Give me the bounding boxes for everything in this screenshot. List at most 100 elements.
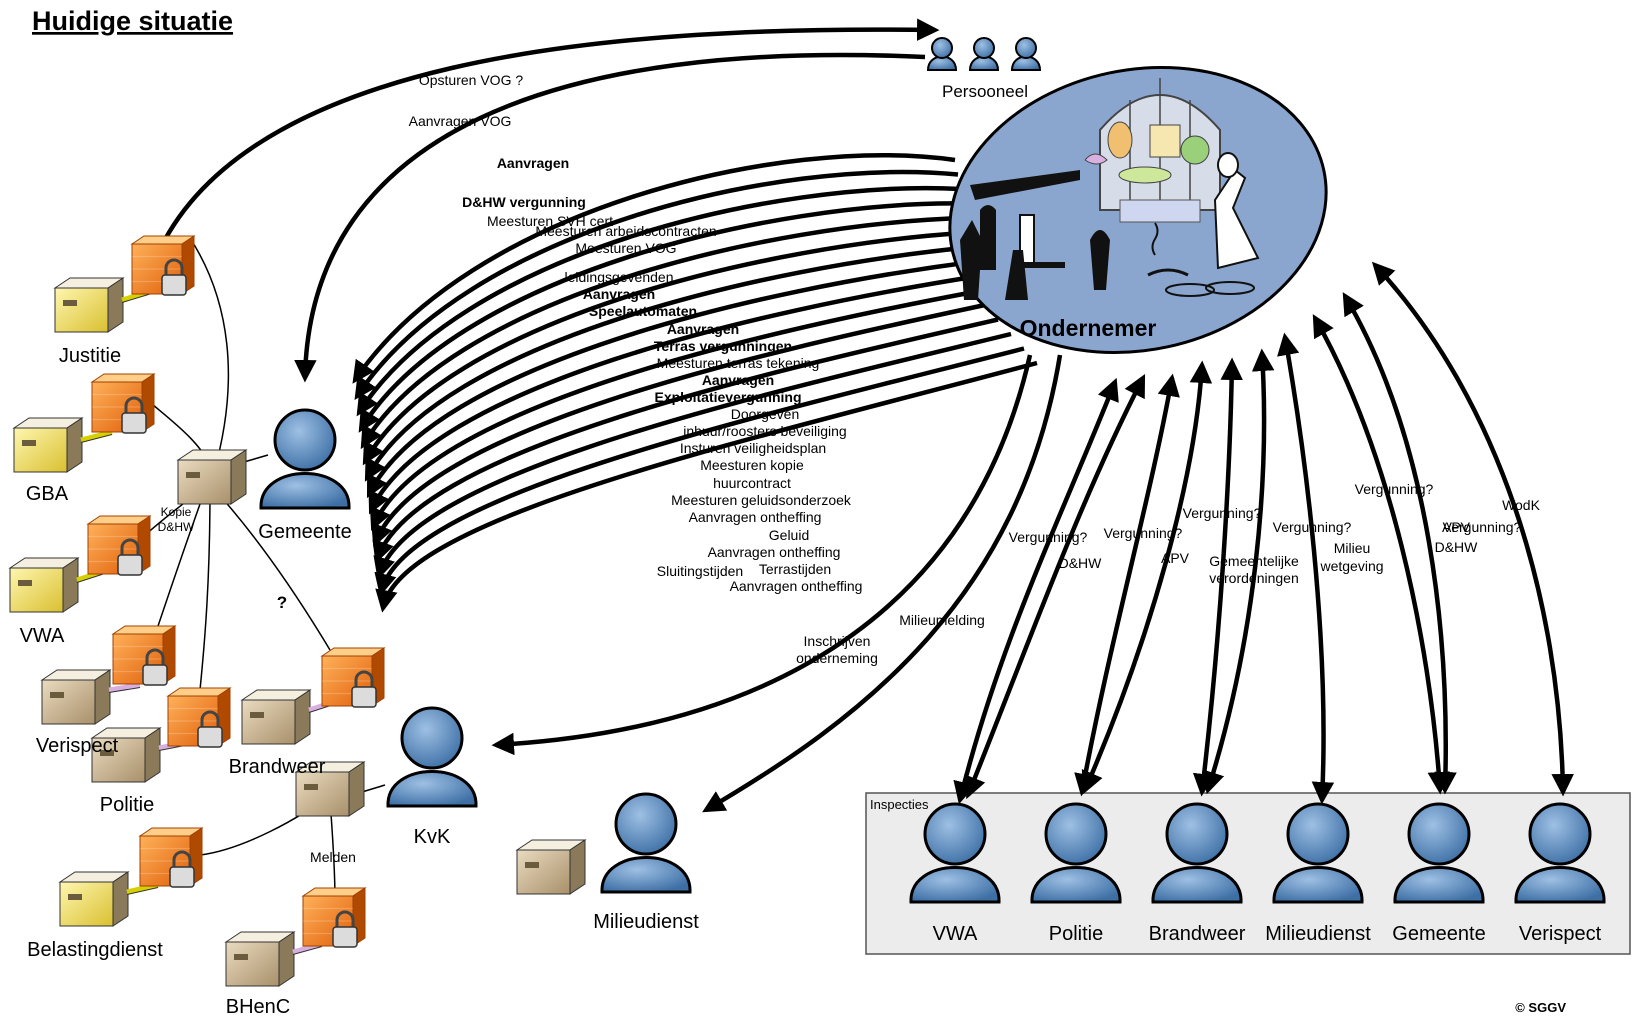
arrow-gemeente-flow-13 [373,331,1012,580]
personnel-icon-3 [1010,37,1042,71]
gemeente-flow-4-line-2: leidingsgevenden [565,269,674,285]
server-vwa [8,557,80,613]
inspection-flow-4-line-2: Milieu [1334,540,1371,556]
system-label-politie: Politie [100,794,154,816]
arrow-gemeente-flow-9 [368,273,980,515]
copyright: © SGGV [1515,1000,1566,1015]
firewall-brandweer [320,647,386,708]
inspection-person-1 [909,802,1001,904]
actor-label-milieudienst: Milieudienst [593,911,699,933]
firewall-vwa [86,515,152,576]
gemeente-flow-6-line-1: Aanvragen [667,321,739,337]
inspection-flow-2-line-2: APV [1161,550,1190,566]
system-label-belastingdienst: Belastingdienst [27,939,163,961]
kopie-label: Kopie [161,505,192,519]
arrow-gemeente-flow-15 [375,360,1038,613]
gemeente-flow-15-line-1: Aanvragen ontheffing [730,578,863,594]
inspection-flow-6-line-1: WodK [1502,497,1541,513]
firewall-verispect [111,625,177,686]
inspection-label-5: Gemeente [1392,923,1485,945]
gemeente-flow-14-line-2: Terrastijden [759,561,831,577]
gemeente-flow-15-line-2: Sluitingstijden [657,563,743,579]
gemeente-flow-13-line-2: Geluid [769,527,809,543]
network-line-5 [199,489,211,691]
server-kvk [294,761,366,817]
flow-label-inschrijven: Inschrijven [804,633,871,649]
network-line-6 [214,489,331,651]
system-devices [8,235,587,987]
system-label-gba: GBA [26,483,69,505]
arrow-gemeente-flow-3 [356,185,962,417]
gemeente-flow-1-line-1: Aanvragen [497,155,569,171]
gemeente-flow-14-line-1: Aanvragen ontheffing [708,544,841,560]
inspection-label-6: Verispect [1519,923,1602,945]
server-gba [12,417,84,473]
actor-label-gemeente: Gemeente [258,521,351,543]
inspection-person-2 [1030,802,1122,904]
hub-label: Ondernemer [1020,315,1157,341]
server-politie [90,727,162,783]
network-line-7 [243,454,269,463]
network-line-1 [189,237,230,473]
inspection-flow-6-line-2: Vergunning? [1443,519,1522,535]
inspection-flow-4-line-3: wetgeving [1319,558,1383,574]
inspection-flow-5-line-3: D&HW [1435,539,1479,555]
arrow-gemeente-flow-11 [371,302,986,548]
gemeente-flow-4-line-1: Meesturen VOG [575,240,676,256]
actor-persons [259,408,1606,904]
personnel-label: Persooneel [942,82,1028,101]
inspection-flow-5-line-2: APV [1442,519,1471,535]
inspection-label-1: VWA [933,923,978,945]
server-milieudienst [515,839,587,895]
inspection-flow-1-line-2: D&HW [1059,555,1103,571]
flow-label-milieumelding: Milieumelding [899,612,985,628]
arrow-inspection-6 [1202,348,1275,795]
inspection-flow-3-line-2: Gemeentelijke [1209,553,1299,569]
gemeente-flow-6-line-2: Terras vergunningen [654,338,792,354]
page-title: Huidige situatie [32,6,233,36]
inspection-person-5 [1393,802,1485,904]
arrow-gemeente-flow-6 [362,230,971,466]
inspection-flow-4-line-1: Vergunning? [1273,519,1352,535]
question-label: ? [277,593,287,612]
inspection-person-6 [1514,802,1606,904]
firewall-politie [166,687,232,748]
personnel-group: Persooneel [926,37,1042,101]
system-label-brandweer: Brandweer [229,756,326,778]
inspection-person-3 [1151,802,1243,904]
gemeente-flow-9-line-1: Doorgeven [731,406,800,422]
inspection-flow-3-line-3: verordeningen [1209,570,1299,586]
gemeente-flow-11-line-2: huurcontract [713,475,791,491]
person-kvk [386,706,478,808]
inspection-flow-3-line-1: Vergunning? [1183,505,1262,521]
inspection-flow-1-line-1: Vergunning? [1009,529,1088,545]
server-belastingdienst [58,871,130,927]
arrow-aanvragen-vog [294,52,926,383]
restaurant-illustration [960,78,1260,300]
firewall-bhenc [301,887,367,948]
arrow-gemeente-flow-5 [360,215,968,450]
flow-label-aanvragen-vog: Aanvragen VOG [409,113,512,129]
personnel-icon-1 [926,37,958,71]
inspection-flow-2-line-1: Vergunning? [1104,525,1183,541]
gemeente-flow-10-line-1: Insturen veiligheidsplan [680,440,826,456]
gemeente-flow-5-line-1: Aanvragen [583,286,655,302]
flow-arrows [152,18,1574,813]
inspection-label-4: Milieudienst [1265,923,1371,945]
system-label-bhenc: BHenC [226,996,290,1017]
gemeente-flow-5-line-2: Speelautomaten [589,303,697,319]
arrow-opsturen-vog [152,18,940,261]
inspections-panel [865,792,1631,955]
inspections-title: Inspecties [870,797,929,812]
arrow-gemeente-flow-2 [354,169,959,401]
flow-label-opsturen-vog: Opsturen VOG ? [419,72,523,88]
arrow-inspection-2 [964,374,1146,800]
melden-label: Melden [310,849,356,865]
server-hub [176,449,248,505]
gemeente-flow-8-line-1: Aanvragen [702,372,774,388]
arrow-gemeente-flow-14 [374,346,1025,597]
gemeente-flow-2-line-1: Meesturen SVH cert [487,213,613,229]
arrow-gemeente-flow-4 [358,201,965,433]
